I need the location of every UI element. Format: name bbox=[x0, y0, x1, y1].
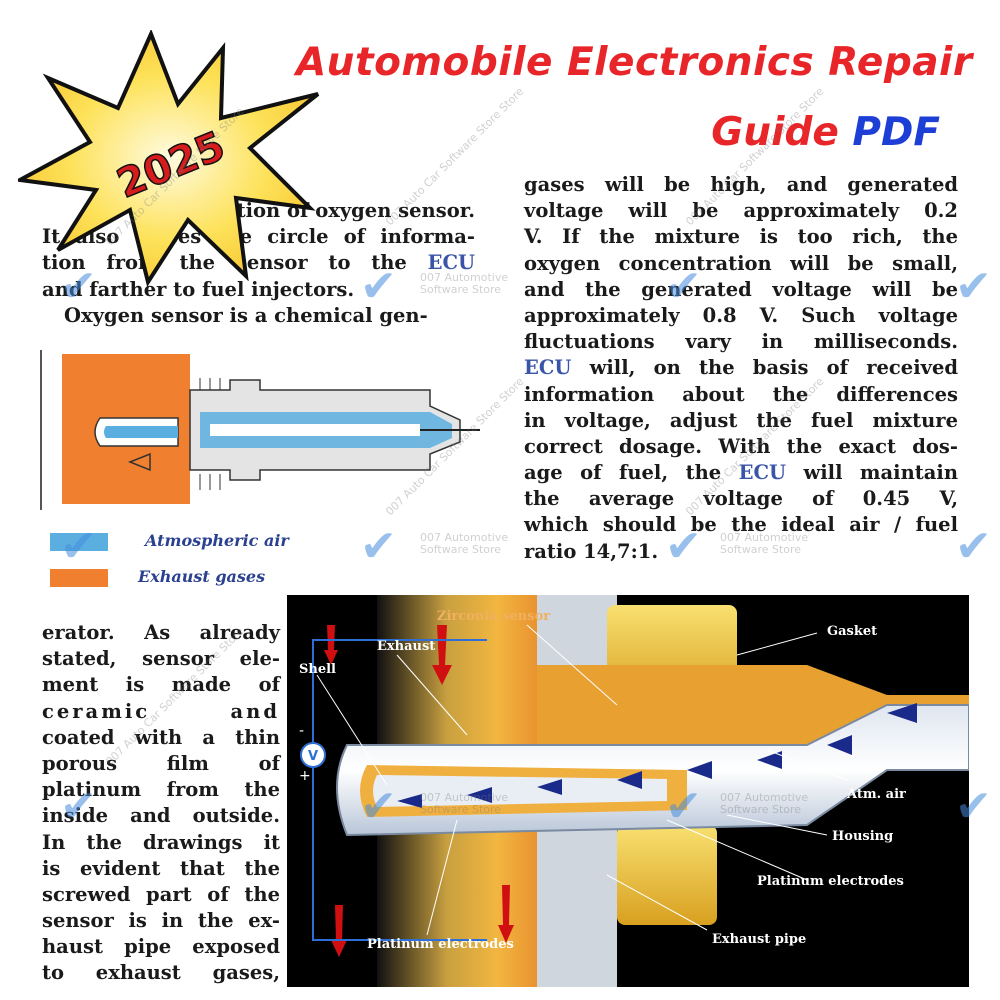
text-line: which should be the ideal air / fuel bbox=[524, 513, 958, 537]
page-title: Automobile Electronics Repair bbox=[296, 40, 973, 85]
watermark-check-icon: ✔ bbox=[360, 781, 397, 832]
text-line: oxygen concentration will be small, bbox=[524, 251, 958, 275]
legend-label-air: Atmospheric air bbox=[145, 531, 289, 550]
year-starburst-badge: 2025 bbox=[18, 30, 320, 287]
label-shell: Shell bbox=[299, 662, 336, 677]
text-line: V. If the mixture is too rich, the bbox=[524, 225, 958, 249]
text-line: in voltage, adjust the fuel mixture bbox=[524, 408, 958, 432]
guide-word: Guide bbox=[711, 110, 839, 155]
text-line: ceramic and bbox=[42, 699, 280, 723]
watermark-check-icon: ✔ bbox=[665, 781, 702, 832]
text-line: to exhaust gases, bbox=[42, 961, 280, 985]
label-exhaust-pipe: Exhaust pipe bbox=[712, 932, 806, 947]
text-line: age of fuel, the ECU will maintain bbox=[524, 461, 958, 485]
text-line: stated, sensor ele- bbox=[42, 647, 280, 671]
watermark-check-icon: ✔ bbox=[360, 521, 397, 572]
label-platinum-right: Platinum electrodes bbox=[757, 874, 904, 889]
label-housing: Housing bbox=[832, 829, 893, 844]
ecu-term: ECU bbox=[738, 461, 787, 485]
label-platinum-bottom: Platinum electrodes bbox=[367, 937, 514, 952]
page-subtitle: Guide PDF bbox=[711, 110, 940, 155]
label-exhaust: Exhaust bbox=[377, 639, 435, 654]
text-line: haust pipe exposed bbox=[42, 935, 280, 959]
text-line: correct dosage. With the exact dos- bbox=[524, 434, 958, 458]
text-line: ratio 14,7:1. bbox=[524, 539, 659, 563]
text-line: porous film of bbox=[42, 751, 280, 775]
text-line: fluctuations vary in milliseconds. bbox=[524, 330, 958, 354]
text-line: sensor is in the ex- bbox=[42, 909, 280, 933]
watermark-check-icon: ✔ bbox=[60, 781, 97, 832]
text-line: gases will be high, and generated bbox=[524, 173, 958, 196]
text-line: screwed part of the bbox=[42, 882, 280, 906]
text-line: erator. As already bbox=[42, 621, 280, 644]
text-line: Oxygen sensor is a chemical gen- bbox=[64, 303, 428, 327]
voltmeter-label: V bbox=[308, 749, 318, 764]
minus-label: - bbox=[299, 723, 304, 739]
label-gasket: Gasket bbox=[827, 624, 877, 639]
text-line: the average voltage of 0.45 V, bbox=[524, 487, 958, 511]
text-line: platinum from the bbox=[42, 778, 280, 802]
watermark-check-icon: ✔ bbox=[60, 521, 97, 572]
legend-label-exhaust: Exhaust gases bbox=[138, 567, 266, 586]
right-column: gases will be high, and generated voltag… bbox=[524, 172, 958, 565]
label-atm-air: Atm. air bbox=[846, 787, 906, 802]
text-line: information about the differences bbox=[524, 382, 958, 406]
starburst-icon bbox=[18, 30, 320, 287]
ecu-term: ECU bbox=[427, 251, 475, 275]
watermark-check-icon: ✔ bbox=[665, 521, 702, 572]
text-line: In the drawings it bbox=[42, 830, 280, 854]
ecu-term: ECU bbox=[524, 356, 572, 380]
watermark-check-icon: ✔ bbox=[955, 261, 992, 312]
watermark-check-icon: ✔ bbox=[955, 521, 992, 572]
text-line: voltage will be approximately 0.2 bbox=[524, 199, 958, 223]
legend-swatch-exhaust bbox=[50, 569, 108, 587]
legend-swatch-air bbox=[50, 533, 108, 551]
watermark-check-icon: ✔ bbox=[360, 261, 397, 312]
label-zirconia: Zirconia sensor bbox=[437, 609, 550, 624]
left-column-bottom: erator. As already stated, sensor ele- m… bbox=[42, 620, 280, 987]
watermark-check-icon: ✔ bbox=[665, 261, 702, 312]
oxygen-sensor-cross-section: V - + Zirconia sensor Exhaust Shell Gask… bbox=[287, 595, 969, 987]
text-line: ment is made of bbox=[42, 673, 280, 697]
watermark-check-icon: ✔ bbox=[955, 781, 992, 832]
plus-label: + bbox=[299, 768, 311, 784]
text-line: inside and outside. bbox=[42, 804, 280, 828]
text-line: and farther to fuel injectors. bbox=[42, 277, 355, 301]
small-sensor-diagram bbox=[40, 350, 480, 510]
text-line: is evident that the bbox=[42, 856, 280, 880]
text-line: tion from the sensor to the ECU bbox=[42, 251, 475, 275]
text-line: approximately 0.8 V. Such voltage bbox=[524, 303, 958, 327]
pdf-word: PDF bbox=[852, 110, 940, 155]
text-line: and the generated voltage will be bbox=[524, 277, 958, 301]
text-line: ECU will, on the basis of received bbox=[524, 356, 958, 380]
watermark-check-icon: ✔ bbox=[60, 261, 97, 312]
text-line: coated with a thin bbox=[42, 725, 280, 749]
